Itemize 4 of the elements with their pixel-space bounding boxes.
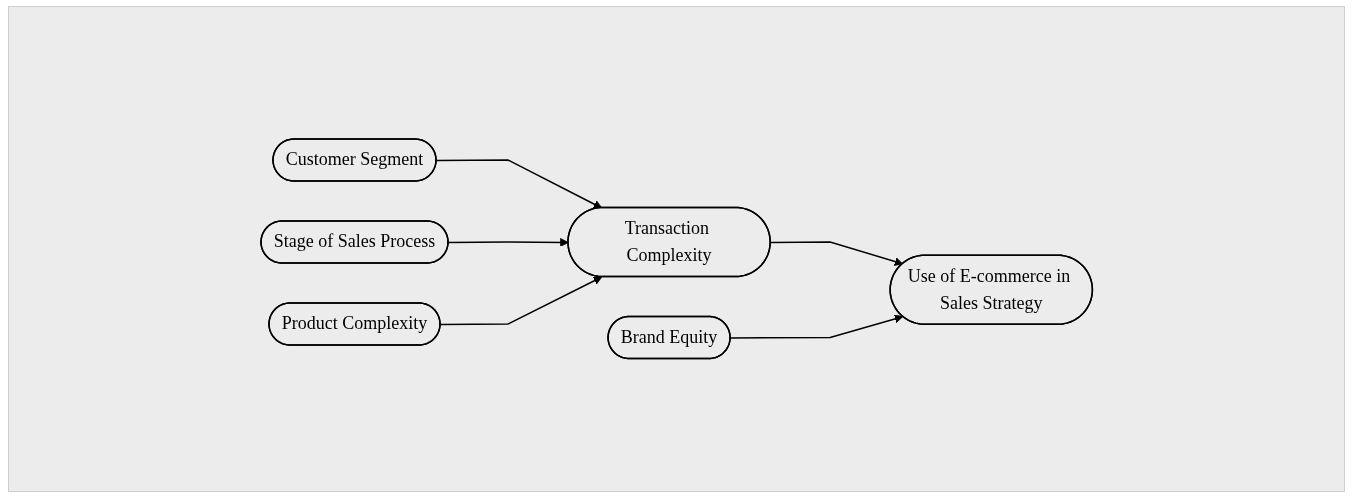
arrow xyxy=(439,276,603,326)
arrow xyxy=(435,159,603,209)
arrow xyxy=(729,314,904,339)
arrow xyxy=(769,241,904,267)
